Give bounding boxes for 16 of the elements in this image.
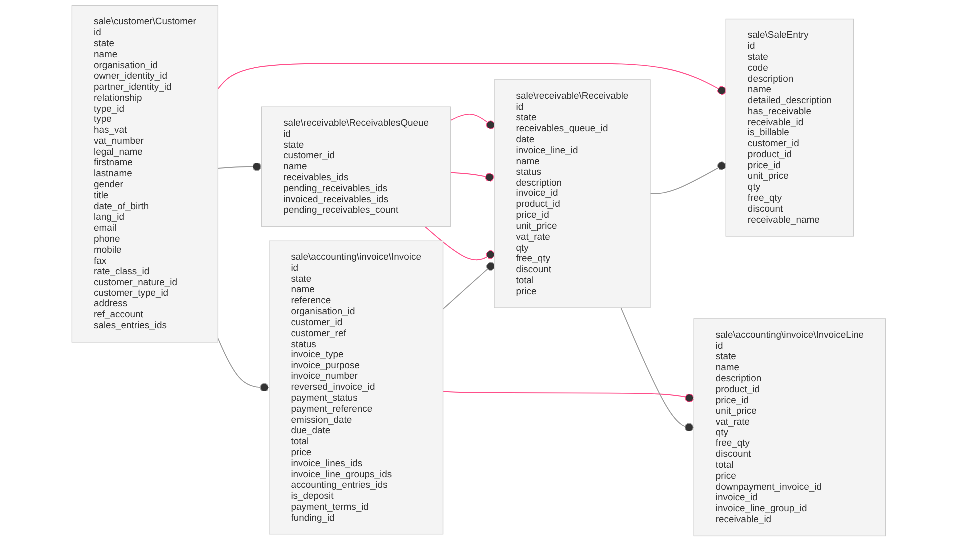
connector [218,162,262,172]
connector [620,308,695,432]
connector [442,262,496,310]
node-box: sale\accounting\invoice\InvoiceLine id state name description product_id price_id unit_price vat_rate qty free_qty discount total price downpayment_invoice_id invoice_id invoice_line_group_id receivable_id [694,318,886,537]
node-box: sale\receivable\ReceivablesQueue id state customer_id name receivables_ids pending_receivables_ids invoiced_receivables_ids pending_receivables_count [261,106,452,227]
node-box: sale\receivable\Receivable id state receivables_queue_id date invoice_line_id name status description invoice_id product_id price_id unit_price vat_rate qty free_qty discount total price [494,80,651,308]
connector [450,172,495,182]
connector [424,226,496,261]
connector [218,338,270,392]
connector [218,63,727,96]
node-box: sale\customer\Customer id state name organisation_id owner_identity_id partner_identity_id relationship type_id type has_vat vat_number legal_name firstname lastname gender title date_of_birth lang_id email phone mobile fax rate_class_id customer_nature_id customer_type_id address ref_account sales_entries_ids [72,5,219,343]
node-box: sale\accounting\invoice\Invoice id state name reference organisation_id customer_id customer_ref status invoice_type invoice_purpose invoice_number reversed_invoice_id payment_status payment_reference emission_date due_date total price invoice_lines_ids invoice_line_groups_ids accounting_entries_ids is_deposit payment_terms_id funding_id [269,240,444,535]
node-box: sale\SaleEntry id state code description name detailed_description has_receivable receivable_id is_billable customer_id product_id price_id unit_price qty free_qty discount receivable_name [726,18,854,237]
connector [650,162,727,194]
connector [442,391,695,403]
connector [450,114,496,130]
